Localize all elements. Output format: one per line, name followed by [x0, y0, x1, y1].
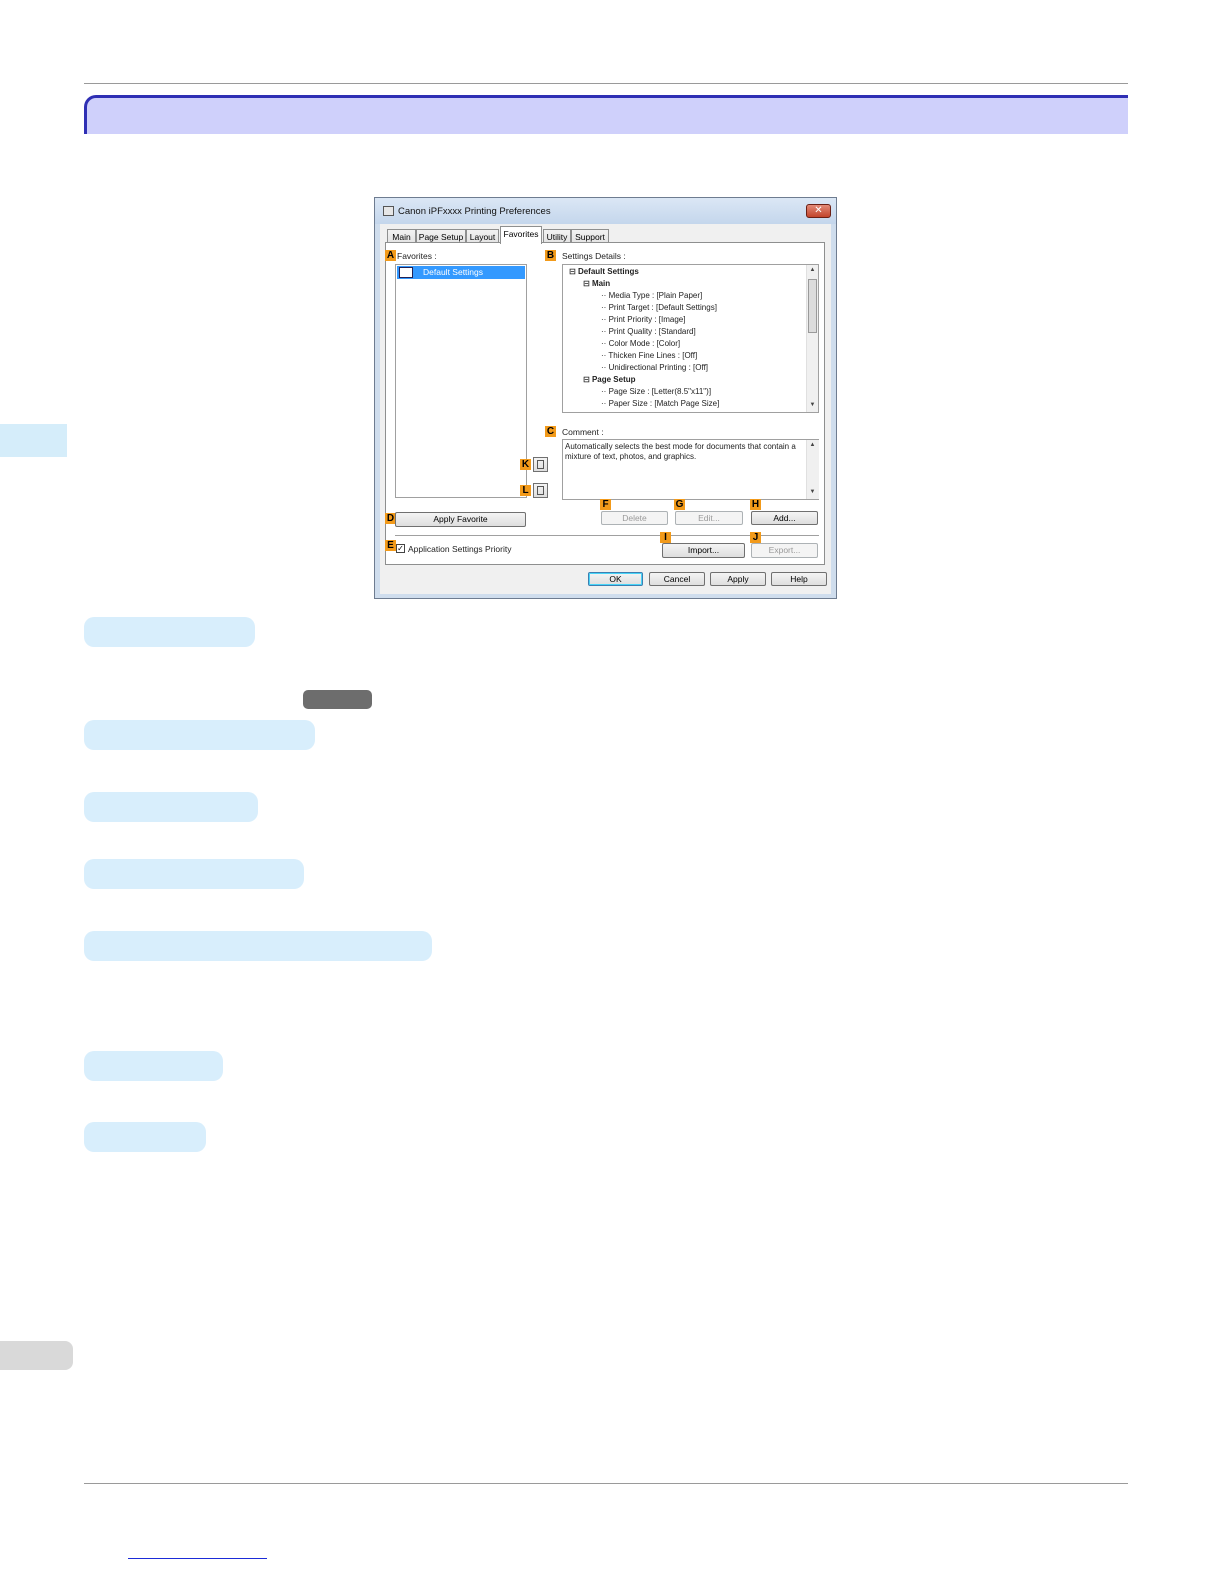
favorite-settings-icon	[399, 267, 413, 278]
printing-preferences-dialog: Canon iPFxxxx Printing Preferences ✕ Mai…	[374, 197, 837, 599]
callout-e: E	[385, 540, 396, 551]
separator	[395, 535, 819, 536]
section-heading-a	[84, 617, 255, 647]
favorite-item-default-settings[interactable]: Default Settings	[397, 266, 525, 279]
callout-g: G	[674, 499, 685, 510]
cancel-button[interactable]: Cancel	[649, 572, 705, 586]
comment-label: Comment :	[562, 427, 604, 437]
tab-main[interactable]: Main	[387, 229, 416, 243]
section-heading-f	[84, 1051, 223, 1081]
header-rule	[84, 83, 1128, 84]
tree-leaf-unidirectional-printing[interactable]: ·· Unidirectional Printing : [Off]	[601, 363, 709, 372]
application-settings-priority-label: Application Settings Priority	[408, 544, 512, 554]
move-down-icon[interactable]	[533, 483, 548, 498]
favorites-label: Favorites :	[397, 251, 437, 261]
printer-icon	[383, 206, 394, 216]
tab-favorites[interactable]: Favorites	[500, 226, 542, 244]
page-side-tab[interactable]	[0, 1341, 73, 1370]
scroll-up-arrow-icon[interactable]: ▲	[809, 267, 816, 273]
import-button[interactable]: Import...	[662, 543, 745, 558]
section-heading-g	[84, 1122, 206, 1152]
tree-node-default-settings[interactable]: ⊟ Default Settings	[569, 267, 639, 276]
edit-button[interactable]: Edit...	[675, 511, 743, 525]
tree-leaf-color-mode[interactable]: ·· Color Mode : [Color]	[601, 339, 681, 348]
settings-details-scrollbar[interactable]: ▲ ▼	[806, 265, 818, 412]
comment-text: Automatically selects the best mode for …	[565, 442, 796, 461]
callout-l: L	[520, 485, 531, 496]
comment-scroll-up-icon[interactable]: ▲	[809, 442, 816, 448]
tab-support[interactable]: Support	[571, 229, 609, 243]
apply-favorite-button[interactable]: Apply Favorite	[395, 512, 526, 527]
favorites-tab-panel: A Favorites : Default Settings B Setting…	[385, 242, 825, 565]
section-heading-b	[84, 720, 315, 750]
callout-d: D	[385, 513, 396, 524]
callout-h: H	[750, 499, 761, 510]
tree-leaf-page-size[interactable]: ·· Page Size : [Letter(8.5"x11")]	[601, 387, 712, 396]
export-button[interactable]: Export...	[751, 543, 818, 558]
tree-leaf-paper-size[interactable]: ·· Paper Size : [Match Page Size]	[601, 399, 720, 408]
dialog-client-area: Main Page Setup Layout Favorites Utility…	[380, 224, 831, 594]
tree-leaf-print-target[interactable]: ·· Print Target : [Default Settings]	[601, 303, 717, 312]
settings-details-label: Settings Details :	[562, 251, 626, 261]
reference-badge[interactable]	[303, 690, 372, 709]
move-up-icon[interactable]	[533, 457, 548, 472]
favorites-list[interactable]: Default Settings	[395, 264, 527, 498]
scroll-thumb[interactable]	[808, 279, 817, 333]
close-button[interactable]: ✕	[806, 204, 831, 218]
callout-k: K	[520, 459, 531, 470]
callout-i: I	[660, 532, 671, 543]
add-button[interactable]: Add...	[751, 511, 818, 525]
callout-j: J	[750, 532, 761, 543]
section-heading-d	[84, 859, 304, 889]
section-heading-e	[84, 931, 432, 961]
callout-a: A	[385, 250, 396, 261]
tree-leaf-print-priority[interactable]: ·· Print Priority : [Image]	[601, 315, 686, 324]
footer-link-underline[interactable]	[128, 1558, 267, 1559]
tab-utility[interactable]: Utility	[543, 229, 571, 243]
callout-f: F	[600, 499, 611, 510]
tree-leaf-print-quality[interactable]: ·· Print Quality : [Standard]	[601, 327, 696, 336]
tree-node-main[interactable]: ⊟ Main	[583, 279, 611, 288]
footer-rule	[84, 1483, 1128, 1484]
callout-b: B	[545, 250, 556, 261]
ok-button[interactable]: OK	[588, 572, 643, 586]
tab-page-setup[interactable]: Page Setup	[416, 229, 466, 243]
callout-c: C	[545, 426, 556, 437]
dialog-titlebar: Canon iPFxxxx Printing Preferences ✕	[375, 198, 836, 224]
help-button[interactable]: Help	[771, 572, 827, 586]
tree-leaf-thicken-fine-lines[interactable]: ·· Thicken Fine Lines : [Off]	[601, 351, 698, 360]
dialog-title: Canon iPFxxxx Printing Preferences	[398, 206, 551, 217]
delete-button[interactable]: Delete	[601, 511, 668, 525]
settings-details-tree[interactable]: ⊟ Default Settings ⊟ Main ·· Media Type …	[562, 264, 819, 413]
tree-node-page-setup[interactable]: ⊟ Page Setup	[583, 375, 636, 384]
chapter-side-tab[interactable]	[0, 424, 67, 457]
comment-scrollbar[interactable]: ▲ ▼	[806, 440, 819, 499]
tab-layout[interactable]: Layout	[466, 229, 499, 243]
apply-button[interactable]: Apply	[710, 572, 766, 586]
comment-scroll-down-icon[interactable]: ▼	[809, 489, 816, 495]
section-heading-c	[84, 792, 258, 822]
section-title-band	[84, 95, 1128, 134]
application-settings-priority-checkbox[interactable]: ✓	[396, 544, 405, 553]
scroll-down-arrow-icon[interactable]: ▼	[809, 402, 816, 408]
tree-leaf-media-type[interactable]: ·· Media Type : [Plain Paper]	[601, 291, 703, 300]
comment-box[interactable]: Automatically selects the best mode for …	[562, 439, 819, 500]
